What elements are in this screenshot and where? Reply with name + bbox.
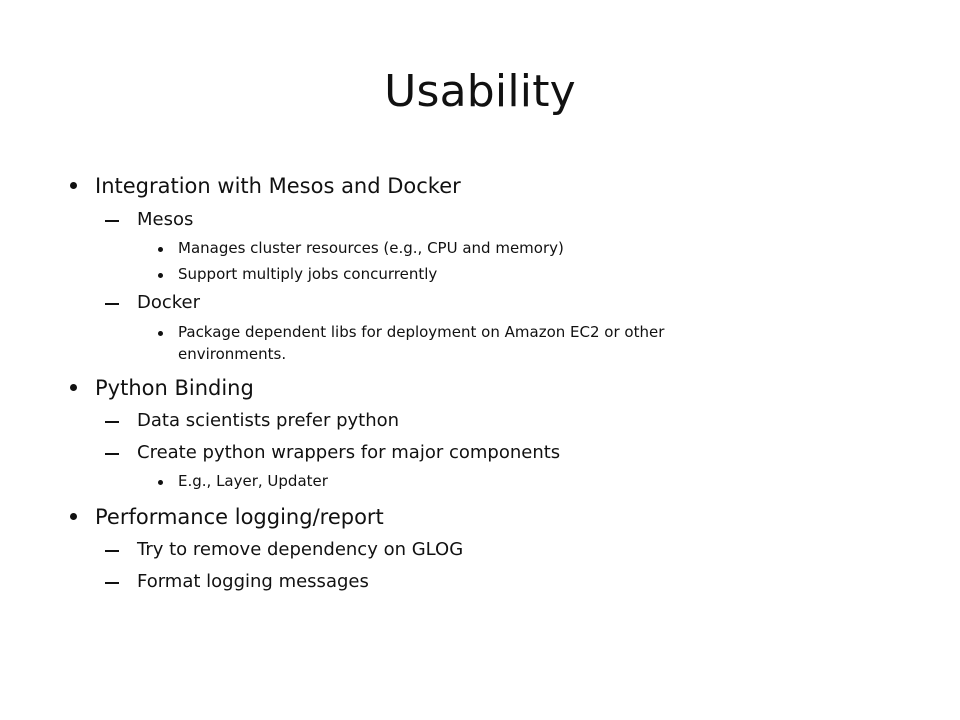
bullet-text: Try to remove dependency on GLOG: [137, 539, 464, 560]
bullet-dot-icon: [158, 480, 163, 485]
bullet-text: Performance logging/report: [95, 505, 384, 529]
bullet-text: Manages cluster resources (e.g., CPU and…: [178, 239, 564, 257]
bullet-text: Data scientists prefer python: [137, 410, 400, 431]
dash-bullet-icon: [105, 303, 119, 305]
bullet-text-continuation: environments.: [178, 345, 287, 363]
bullet-dot-icon: [70, 182, 77, 189]
bullet-dot-icon: [70, 384, 77, 391]
bullet-dot-icon: [158, 273, 163, 278]
bullet-text: Python Binding: [95, 376, 254, 400]
bullet-text: E.g., Layer, Updater: [178, 472, 328, 490]
bullet-dot-icon: [70, 513, 77, 520]
bullet-text: Create python wrappers for major compone…: [137, 442, 561, 463]
slide-title: Usability: [384, 66, 576, 117]
dash-bullet-icon: [105, 550, 119, 552]
bullet-text: Support multiply jobs concurrently: [178, 265, 438, 283]
bullet-text: Integration with Mesos and Docker: [95, 174, 461, 198]
dash-bullet-icon: [105, 582, 119, 584]
bullet-text: Mesos: [137, 209, 194, 230]
bullet-text: Docker: [137, 292, 201, 313]
dash-bullet-icon: [105, 453, 119, 455]
bullet-text: Package dependent libs for deployment on…: [178, 323, 665, 341]
dash-bullet-icon: [105, 421, 119, 423]
bullet-dot-icon: [158, 331, 163, 336]
bullet-dot-icon: [158, 247, 163, 252]
dash-bullet-icon: [105, 220, 119, 222]
bullet-text: Format logging messages: [137, 571, 369, 592]
